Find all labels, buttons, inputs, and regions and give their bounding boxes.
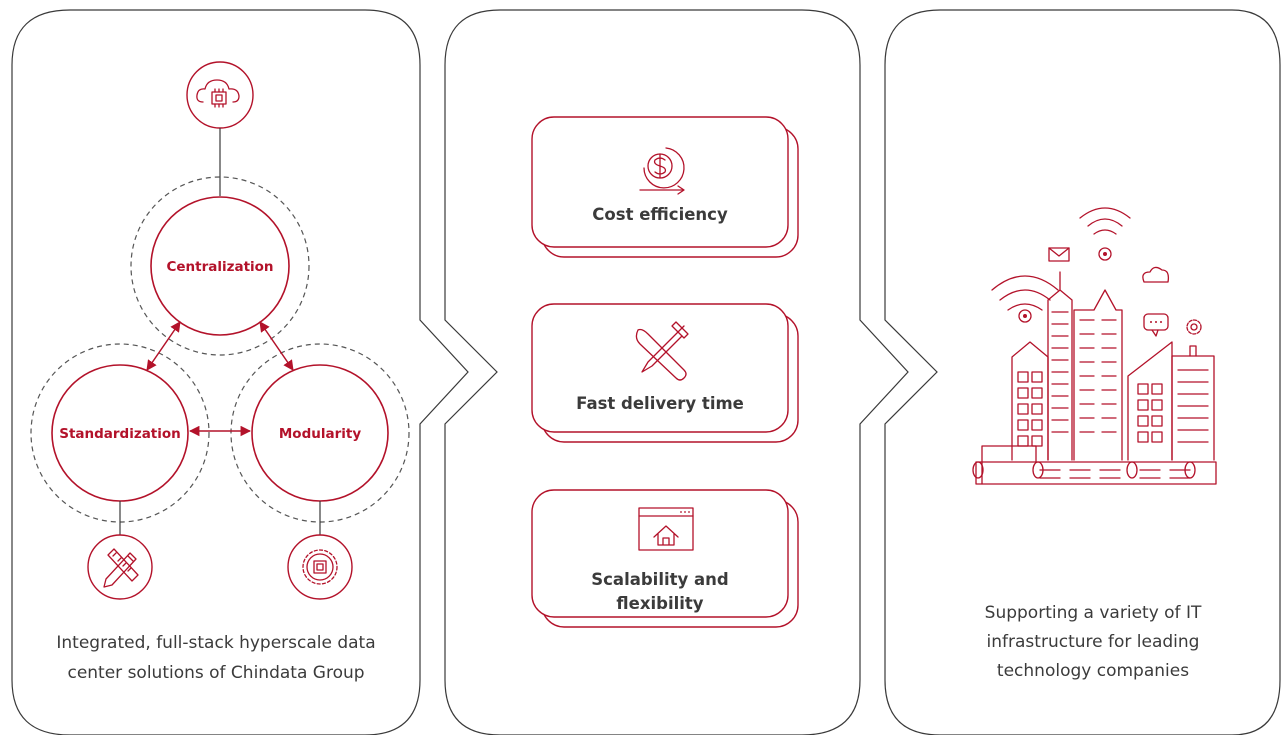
pencil-ruler-icon (87, 534, 153, 600)
card-fast-delivery-label: Fast delivery time (576, 394, 744, 413)
arrow-central-standard (146, 321, 181, 371)
tools-icon (635, 321, 689, 381)
gear-chip-icon (287, 534, 353, 600)
panel1-caption-line1: Integrated, full-stack hyperscale data (56, 633, 375, 653)
panel3-caption-line1: Supporting a variety of IT (985, 603, 1202, 623)
cloud-chip-icon (186, 61, 254, 129)
arrow-central-modular (259, 321, 294, 371)
card-scalability-label-1: Scalability and (591, 570, 728, 589)
card-scalability-label-2: flexibility (616, 594, 703, 613)
centralization-node (150, 196, 290, 336)
panel3-caption-line2: infrastructure for leading (987, 632, 1200, 652)
smart-city-icon (972, 207, 1217, 485)
dollar-cycle-icon (639, 147, 685, 195)
panel-3-outline (884, 9, 1281, 735)
panel1-caption-line2: center solutions of Chindata Group (67, 663, 364, 683)
centralization-halo (130, 176, 310, 356)
centralization-label: Centralization (166, 259, 273, 275)
card-cost-efficiency: Cost efficiency (531, 116, 799, 258)
card-cost-efficiency-label: Cost efficiency (592, 205, 728, 224)
browser-home-icon (638, 507, 694, 551)
card-scalability: Scalability and flexibility (531, 489, 799, 628)
modularity-label: Modularity (279, 426, 361, 442)
card-fast-delivery: Fast delivery time (531, 303, 799, 443)
panel3-caption-line3: technology companies (997, 661, 1189, 681)
standardization-label: Standardization (59, 426, 181, 442)
